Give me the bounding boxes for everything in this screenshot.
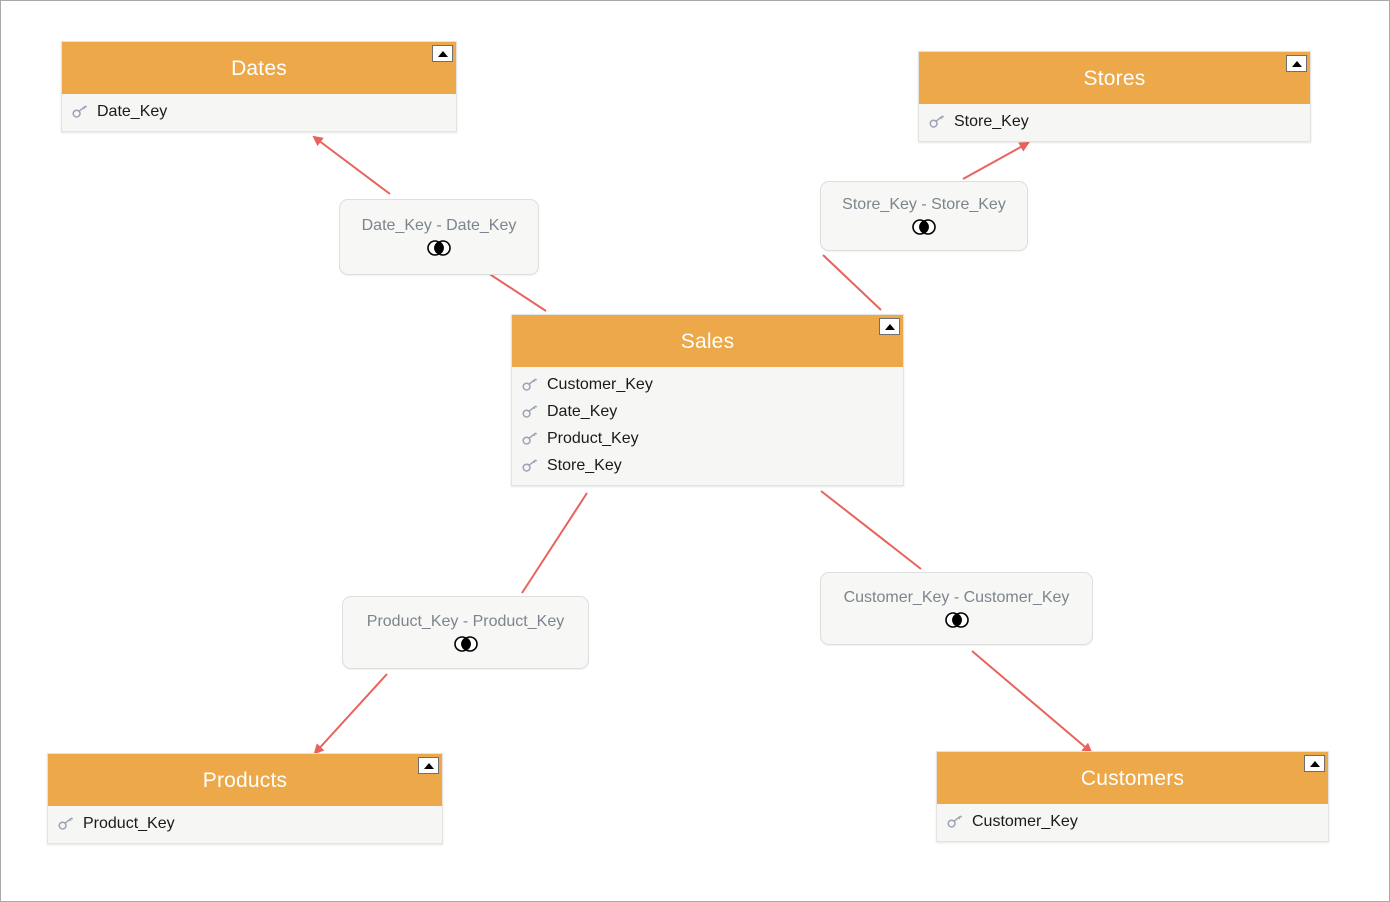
field-row[interactable]: Product_Key <box>48 810 442 837</box>
inner-join-venn-icon[interactable] <box>453 635 479 652</box>
triangle-up-icon[interactable] <box>418 757 439 774</box>
field-name: Store_Key <box>547 456 622 474</box>
field-row[interactable]: Store_Key <box>919 108 1310 135</box>
relationship-chip-sales-stores[interactable]: Store_Key - Store_Key <box>820 181 1028 251</box>
key-icon <box>947 814 963 828</box>
key-icon <box>72 104 88 118</box>
relationship-chip-sales-products[interactable]: Product_Key - Product_Key <box>342 596 589 669</box>
triangle-up-icon[interactable] <box>1286 55 1307 72</box>
table-card-products[interactable]: Products Product_Key <box>47 753 443 844</box>
table-title: Stores <box>1083 66 1146 90</box>
table-header-products[interactable]: Products <box>48 754 442 806</box>
table-header-dates[interactable]: Dates <box>62 42 456 94</box>
table-header-customers[interactable]: Customers <box>937 752 1328 804</box>
inner-join-venn-icon[interactable] <box>944 611 970 628</box>
field-name: Customer_Key <box>547 375 653 393</box>
relationship-label: Product_Key - Product_Key <box>366 612 565 630</box>
relationship-chip-sales-dates[interactable]: Date_Key - Date_Key <box>339 199 539 275</box>
table-body-dates: Date_Key <box>62 94 456 131</box>
table-body-stores: Store_Key <box>919 104 1310 141</box>
field-row[interactable]: Date_Key <box>62 98 456 125</box>
key-icon <box>522 458 538 472</box>
relationship-label: Customer_Key - Customer_Key <box>843 588 1070 606</box>
table-title: Customers <box>1080 766 1185 790</box>
triangle-up-icon[interactable] <box>1304 755 1325 772</box>
table-card-dates[interactable]: Dates Date_Key <box>61 41 457 132</box>
field-name: Product_Key <box>83 814 175 832</box>
field-row[interactable]: Customer_Key <box>512 371 903 398</box>
triangle-up-icon[interactable] <box>432 45 453 62</box>
table-title: Dates <box>231 56 287 80</box>
table-body-customers: Customer_Key <box>937 804 1328 841</box>
field-row[interactable]: Store_Key <box>512 452 903 479</box>
field-name: Product_Key <box>547 429 639 447</box>
triangle-up-icon[interactable] <box>879 318 900 335</box>
table-card-sales[interactable]: Sales Customer_Key <box>511 314 904 486</box>
relationship-label: Store_Key - Store_Key <box>842 196 1006 213</box>
table-title: Sales <box>680 329 735 353</box>
table-card-customers[interactable]: Customers Customer_Key <box>936 751 1329 842</box>
key-icon <box>522 404 538 418</box>
field-name: Date_Key <box>547 402 618 420</box>
table-header-stores[interactable]: Stores <box>919 52 1310 104</box>
table-header-sales[interactable]: Sales <box>512 315 903 367</box>
table-card-stores[interactable]: Stores Store_Key <box>918 51 1311 142</box>
field-row[interactable]: Customer_Key <box>937 808 1328 835</box>
inner-join-venn-icon[interactable] <box>426 240 452 256</box>
key-icon <box>58 816 74 830</box>
field-row[interactable]: Date_Key <box>512 398 903 425</box>
field-row[interactable]: Product_Key <box>512 425 903 452</box>
field-name: Customer_Key <box>972 812 1078 830</box>
inner-join-venn-icon[interactable] <box>911 219 937 235</box>
relationship-chip-sales-customers[interactable]: Customer_Key - Customer_Key <box>820 572 1093 645</box>
table-title: Products <box>202 768 288 792</box>
key-icon <box>522 431 538 445</box>
field-name: Store_Key <box>954 112 1029 130</box>
key-icon <box>522 377 538 391</box>
table-body-products: Product_Key <box>48 806 442 843</box>
table-body-sales: Customer_Key Date_Key Product_Ke <box>512 367 903 485</box>
field-name: Date_Key <box>97 102 168 120</box>
key-icon <box>929 114 945 128</box>
relationship-label: Date_Key - Date_Key <box>361 217 517 234</box>
